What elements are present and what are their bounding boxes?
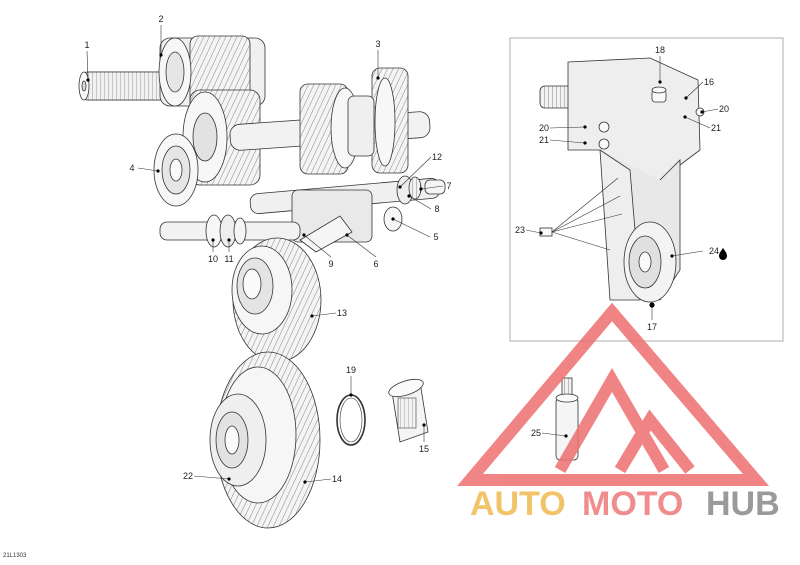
callout-leader-8: [408, 195, 432, 210]
watermark-hub: HUB: [706, 485, 780, 523]
callout-label-20: 20: [539, 123, 549, 133]
callout-dot-18: [658, 80, 662, 84]
callout-dot-17: [649, 302, 655, 308]
callout-label-20: 20: [719, 104, 729, 114]
callout-leader-21: [684, 116, 711, 129]
callout-label-4: 4: [129, 163, 134, 173]
sleeve-15: [388, 378, 429, 443]
callout-label-19: 19: [346, 365, 356, 375]
callout-leader-20: [701, 108, 719, 113]
lower-shaft: [159, 214, 301, 248]
watermark-auto: AUTO: [470, 485, 566, 523]
callout-leader-25: [541, 432, 567, 437]
callout-dot-19: [349, 393, 353, 397]
callout-label-12: 12: [432, 152, 442, 162]
callout-leader-23: [525, 229, 542, 234]
watermark-logo: [457, 302, 770, 486]
callout-dot-21: [583, 141, 587, 145]
inset-frame: [509, 37, 784, 342]
callout-dot-8: [407, 194, 411, 198]
main-shaft: [229, 67, 431, 175]
callout-leader-12: [399, 156, 432, 188]
callout-dot-13: [310, 314, 314, 318]
callout-label-18: 18: [655, 45, 665, 55]
callout-dot-12: [398, 185, 402, 189]
callout-dot-22: [227, 477, 231, 481]
callout-label-13: 13: [337, 308, 347, 318]
callout-label-7: 7: [446, 181, 451, 191]
callout-label-22: 22: [183, 471, 193, 481]
callout-dot-7: [419, 187, 423, 191]
callout-dot-21: [683, 115, 687, 119]
callout-dot-25: [564, 434, 568, 438]
callout-dots: [86, 53, 704, 484]
callout-label-24: 24: [709, 246, 719, 256]
oil-drop-icon: [719, 248, 727, 260]
o-ring-19: [336, 394, 366, 446]
callout-leader-16: [685, 81, 704, 99]
callout-leader-21: [549, 139, 586, 144]
watermark-moto: MOTO: [582, 485, 683, 523]
callout-dot-1: [86, 78, 90, 82]
callout-leaders: [86, 25, 719, 483]
gear-13: [231, 237, 322, 363]
leader-lines-23: [551, 177, 623, 251]
shift-fork-shaft: [249, 175, 446, 253]
callout-dot-9: [302, 233, 306, 237]
callout-label-9: 9: [328, 259, 333, 269]
callout-leader-24: [671, 250, 704, 257]
callout-dot-4: [156, 169, 160, 173]
callout-label-16: 16: [704, 77, 714, 87]
callout-leader-5: [392, 218, 431, 238]
callout-label-21: 21: [711, 123, 721, 133]
callout-leader-1: [86, 50, 89, 81]
callout-label-11: 11: [224, 254, 233, 264]
callout-dot-11: [227, 238, 231, 242]
callout-label-5: 5: [433, 232, 438, 242]
callout-leader-22: [193, 475, 230, 480]
watermark-text: AUTO MOTO HUB: [470, 485, 780, 523]
callout-dot-24: [670, 254, 674, 258]
callout-dot-6: [345, 233, 349, 237]
callout-label-14: 14: [332, 474, 342, 484]
callout-label-21: 21: [539, 135, 549, 145]
transfer-case-inset: [509, 37, 784, 342]
callout-leader-7: [420, 185, 444, 190]
callout-leader-9: [303, 234, 332, 258]
splined-shaft: [78, 71, 168, 101]
callout-label-17: 17: [647, 322, 657, 332]
callout-dot-23: [539, 231, 543, 235]
bearing-4: [153, 133, 199, 207]
callout-leader-20: [549, 126, 586, 129]
callout-label-6: 6: [373, 259, 378, 269]
callout-dot-15: [422, 423, 426, 427]
callout-dot-20: [583, 125, 587, 129]
callout-dot-14: [303, 480, 307, 484]
callout-dot-5: [391, 217, 395, 221]
callout-dot-2: [159, 53, 163, 57]
callout-label-25: 25: [531, 428, 541, 438]
gear-14: [209, 351, 321, 529]
callout-leader-13: [311, 312, 337, 317]
callout-dot-10: [211, 238, 215, 242]
callout-label-10: 10: [208, 254, 218, 264]
callout-label-8: 8: [434, 204, 439, 214]
callout-label-1: 1: [84, 40, 89, 50]
callout-label-2: 2: [158, 14, 163, 24]
callout-leader-14: [304, 478, 332, 483]
callout-dot-20: [700, 110, 704, 114]
callout-label-15: 15: [419, 444, 429, 454]
callout-leader-4: [137, 167, 159, 172]
callout-dot-3: [376, 76, 380, 80]
callout-label-23: 23: [515, 225, 525, 235]
callout-label-3: 3: [375, 39, 380, 49]
callout-leader-6: [346, 234, 377, 258]
figure-code: 21L1303: [3, 553, 27, 559]
gearbox-parts: [78, 35, 446, 529]
callout-dot-16: [684, 96, 688, 100]
